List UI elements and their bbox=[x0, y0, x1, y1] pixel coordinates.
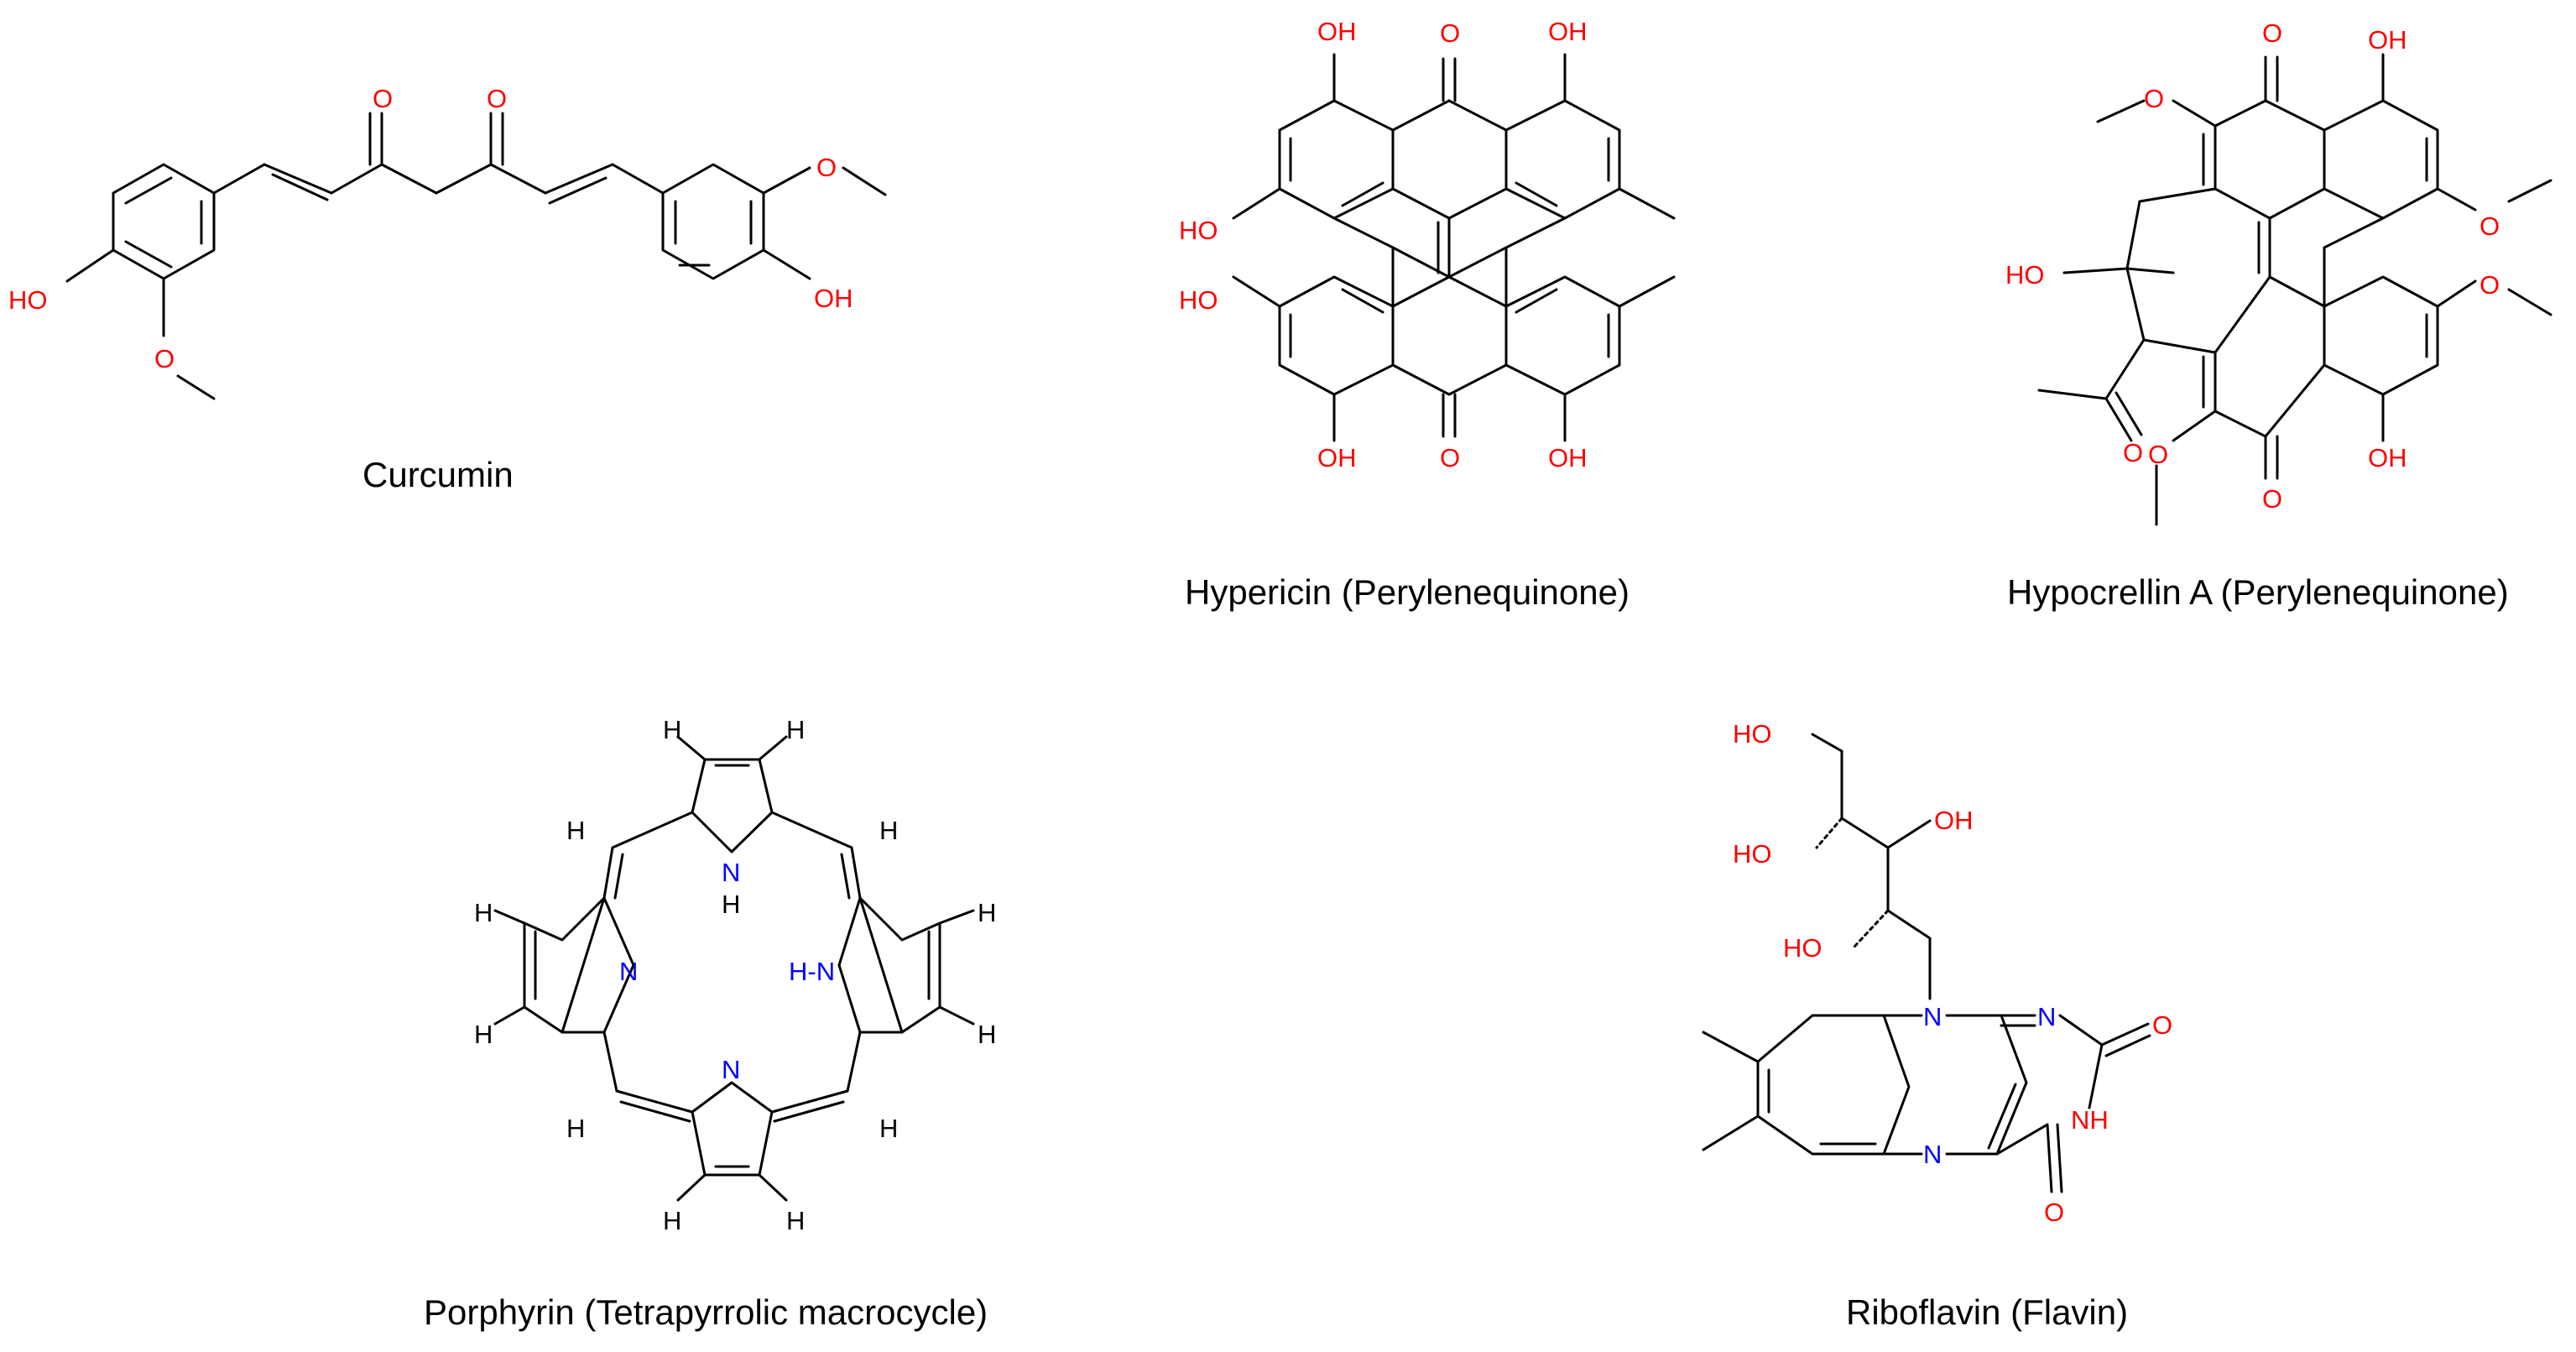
atom-label: OH bbox=[1934, 806, 1974, 835]
curcumin-structure bbox=[65, 112, 887, 400]
atom-label: HO bbox=[1733, 719, 1772, 749]
atom-label: N bbox=[722, 858, 740, 887]
atom-label: H bbox=[566, 816, 585, 845]
curcumin-caption: Curcumin bbox=[362, 455, 514, 494]
atom-label: OH bbox=[1317, 17, 1357, 46]
atom-label: H bbox=[663, 715, 681, 744]
atom-label: HO bbox=[1733, 839, 1772, 869]
atom-label: HO bbox=[1179, 216, 1218, 245]
atom-label: O bbox=[2480, 211, 2500, 241]
atom-label: H bbox=[978, 1020, 996, 1049]
atom-label: H bbox=[879, 1114, 898, 1143]
atom-label: N bbox=[2037, 1002, 2056, 1031]
atom-label: N bbox=[619, 957, 638, 986]
atom-label: HO bbox=[1179, 285, 1218, 315]
atom-label: O bbox=[2148, 440, 2168, 469]
hypocrellin-structure bbox=[2037, 53, 2553, 526]
atom-label: OH bbox=[1548, 17, 1588, 46]
atom-label: NH bbox=[2071, 1105, 2109, 1135]
atom-label: O bbox=[2144, 84, 2164, 113]
atom-label: OH bbox=[1548, 443, 1588, 472]
atom-label: H bbox=[663, 1206, 681, 1235]
atom-label: O bbox=[487, 84, 507, 113]
atom-label: N bbox=[1923, 1002, 1942, 1031]
atom-label: N bbox=[1923, 1140, 1942, 1169]
atom-label: O bbox=[2262, 18, 2282, 48]
atom-label: H bbox=[474, 898, 493, 927]
riboflavin-caption: Riboflavin (Flavin) bbox=[1846, 1292, 2128, 1332]
atom-label: H bbox=[786, 715, 805, 744]
atom-label: H bbox=[722, 890, 740, 919]
atom-label: O bbox=[2123, 438, 2143, 467]
atom-label: H bbox=[566, 1114, 585, 1143]
atom-label: H bbox=[978, 898, 996, 927]
atom-label: O bbox=[2480, 270, 2500, 300]
atom-label: O bbox=[2152, 1010, 2172, 1040]
atom-label: H-N bbox=[789, 957, 835, 986]
hypericin-structure bbox=[1232, 53, 1676, 442]
atom-label: O bbox=[373, 84, 393, 113]
hypericin-caption: Hypericin (Perylenequinone) bbox=[1185, 572, 1630, 612]
atom-label: HO bbox=[2005, 260, 2045, 290]
atom-label: OH bbox=[814, 284, 853, 313]
atom-label: OH bbox=[1317, 443, 1357, 472]
atom-label: H bbox=[474, 1020, 493, 1049]
atom-label: O bbox=[2044, 1198, 2064, 1227]
porphyrin-caption: Porphyrin (Tetrapyrrolic macrocycle) bbox=[424, 1292, 988, 1332]
atom-label: OH bbox=[2368, 25, 2407, 55]
atom-label: O bbox=[2262, 484, 2282, 514]
atom-label: H bbox=[786, 1206, 805, 1235]
atom-label: O bbox=[1440, 18, 1460, 48]
atom-label: N bbox=[722, 1055, 740, 1084]
atom-label: O bbox=[1440, 443, 1460, 472]
atom-label: H bbox=[879, 816, 898, 845]
atom-label: O bbox=[154, 344, 175, 373]
porphyrin-structure bbox=[493, 735, 975, 1202]
atom-label: HO bbox=[8, 285, 48, 315]
atom-label: HO bbox=[1783, 933, 1822, 963]
riboflavin-structure bbox=[1702, 733, 2151, 1193]
atom-label: O bbox=[816, 153, 837, 182]
atom-label: OH bbox=[2368, 443, 2407, 472]
hypocrellin-caption: Hypocrellin A (Perylenequinone) bbox=[2007, 572, 2509, 612]
